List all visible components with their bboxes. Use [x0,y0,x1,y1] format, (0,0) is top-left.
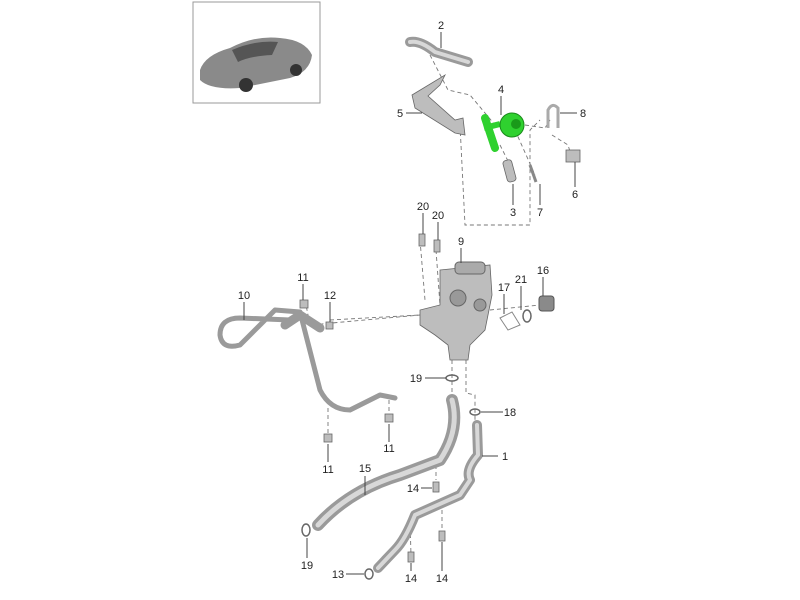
o-ring-18[interactable] [469,408,481,416]
callout-14[interactable]: 14 [436,573,448,585]
callout-14[interactable]: 14 [407,483,419,495]
callout-11[interactable]: 11 [383,443,394,455]
callout-labels: 2 4 8 5 3 7 6 20 20 9 11 12 10 17 21 16 … [238,20,586,585]
callout-19[interactable]: 19 [410,373,422,385]
callout-8[interactable]: 8 [580,108,586,120]
cap-16[interactable] [538,295,555,312]
callout-9[interactable]: 9 [458,236,464,248]
housing-9[interactable] [419,261,493,361]
callout-6[interactable]: 6 [572,189,578,201]
clip-8[interactable] [546,103,560,128]
callout-7[interactable]: 7 [537,207,543,219]
o-ring-21[interactable] [522,309,532,323]
pipe-1[interactable] [373,420,483,573]
leader-lines [243,32,577,575]
callout-20[interactable]: 20 [417,201,429,213]
clip-12[interactable] [325,321,334,330]
o-ring-13[interactable] [364,568,374,580]
pipe-10[interactable] [217,307,398,413]
callout-1[interactable]: 1 [502,451,508,463]
callout-2[interactable]: 2 [438,20,444,32]
callout-12[interactable]: 12 [324,290,336,302]
callout-4[interactable]: 4 [498,84,504,96]
bolt-14[interactable] [407,481,446,563]
valve-4-highlighted[interactable] [481,112,525,152]
callout-15[interactable]: 15 [359,463,371,475]
nut-11[interactable] [299,299,394,443]
callout-16[interactable]: 16 [537,265,549,277]
part-3[interactable] [502,159,517,183]
callout-14[interactable]: 14 [405,573,417,585]
bolt-20[interactable] [418,233,441,253]
holder-6[interactable] [565,149,581,163]
callout-13[interactable]: 13 [332,569,344,581]
vehicle-thumbnail[interactable] [192,1,321,104]
callout-17[interactable]: 17 [498,282,510,294]
pipe-15[interactable] [312,394,461,531]
callout-21[interactable]: 21 [515,274,527,286]
pipe-2[interactable] [405,36,473,67]
callout-11[interactable]: 11 [297,272,308,284]
bracket-5[interactable] [411,73,466,136]
screw-7[interactable] [528,164,538,183]
seal-17[interactable] [499,311,521,331]
callout-19[interactable]: 19 [301,560,313,572]
callout-20[interactable]: 20 [432,210,444,222]
callout-10[interactable]: 10 [238,290,250,302]
callout-5[interactable]: 5 [397,108,403,120]
callout-3[interactable]: 3 [510,207,516,219]
callout-11[interactable]: 11 [322,464,333,476]
callout-18[interactable]: 18 [504,407,516,419]
